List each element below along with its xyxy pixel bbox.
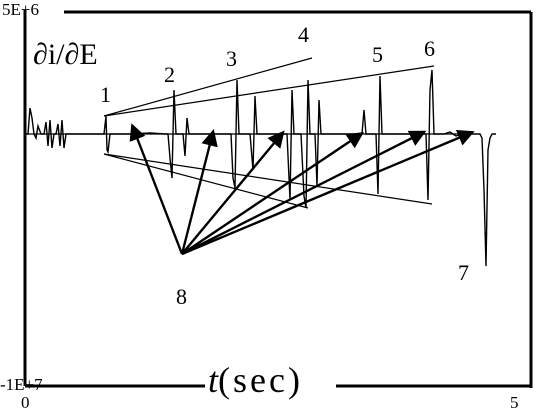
peak-label: 1 xyxy=(100,82,111,107)
peak-label: 4 xyxy=(298,22,309,47)
peak-label: 5 xyxy=(372,42,383,67)
y-axis-label: ∂i/∂E xyxy=(33,38,98,71)
peak-label: 6 xyxy=(424,36,435,61)
y-tick-max: 5E+6 xyxy=(2,0,39,19)
x-axis-unit: (sec) xyxy=(218,360,303,400)
peak-label: 3 xyxy=(226,46,237,71)
peak-label: 8 xyxy=(176,284,187,309)
annotation-arrows xyxy=(129,123,475,256)
peak-label: 7 xyxy=(458,260,469,285)
signal-trace xyxy=(25,69,496,267)
envelope-lines xyxy=(103,57,435,209)
x-axis-label: t(sec) xyxy=(208,362,303,398)
x-tick-max: 5 xyxy=(510,393,519,412)
x-axis-variable: t xyxy=(208,360,219,400)
peak-label: 2 xyxy=(164,62,175,87)
y-tick-min: -1E+7 xyxy=(0,375,43,394)
x-tick-min: 0 xyxy=(21,393,30,412)
peak-label-group: 1 2 3 4 5 6 7 8 xyxy=(100,22,469,309)
